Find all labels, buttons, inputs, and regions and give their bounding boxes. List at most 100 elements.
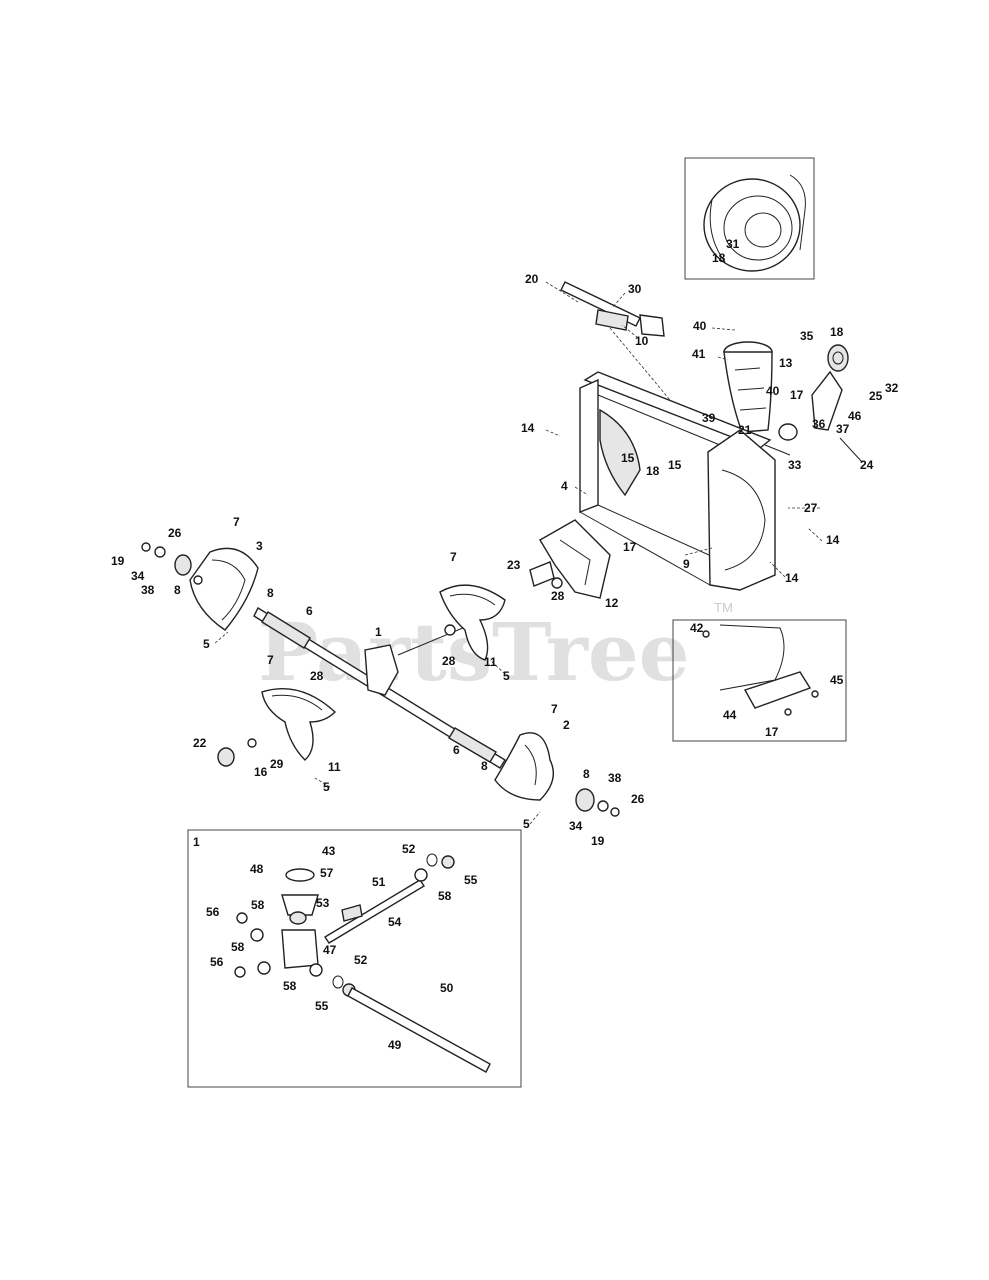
callout-13: 13 (779, 356, 793, 370)
callout-58b: 58 (251, 898, 265, 912)
right-upper-auger (439, 584, 506, 661)
drive-bracket-group (764, 344, 863, 463)
callout-54: 54 (388, 915, 402, 929)
callout-7c: 7 (267, 653, 274, 667)
callout-4: 4 (561, 479, 568, 493)
callout-18a: 18 (712, 251, 726, 265)
callout-5b: 5 (503, 669, 510, 683)
auger-shaft (253, 607, 506, 769)
callout-15b: 15 (668, 458, 682, 472)
callout-labels: 20 30 10 40 41 31 18 35 18 13 32 25 17 4… (111, 237, 899, 1052)
callout-41: 41 (692, 347, 706, 361)
callout-8b: 8 (267, 586, 274, 600)
callout-26a: 26 (168, 526, 182, 540)
leader-lines (214, 281, 823, 825)
callout-18c: 18 (646, 464, 660, 478)
callout-14b: 14 (826, 533, 840, 547)
callout-17b: 17 (623, 540, 637, 554)
callout-10: 10 (635, 334, 649, 348)
callout-3: 3 (256, 539, 263, 553)
callout-57: 57 (320, 866, 334, 880)
callout-56b: 56 (210, 955, 224, 969)
callout-15a: 15 (621, 451, 635, 465)
callout-1: 1 (375, 625, 382, 639)
callout-21: 21 (738, 423, 752, 437)
callout-39: 39 (702, 411, 716, 425)
callout-7d: 7 (551, 702, 558, 716)
callout-17c: 17 (765, 725, 779, 739)
callout-51: 51 (372, 875, 386, 889)
callout-28b: 28 (442, 654, 456, 668)
callout-14a: 14 (521, 421, 535, 435)
callout-37: 37 (836, 422, 850, 436)
callout-29: 29 (270, 757, 284, 771)
gearbox-inset (187, 829, 522, 1088)
callout-8a: 8 (174, 583, 181, 597)
callout-36: 36 (812, 417, 826, 431)
callout-48: 48 (250, 862, 264, 876)
callout-14c: 14 (785, 571, 799, 585)
callout-7b: 7 (450, 550, 457, 564)
callout-24: 24 (860, 458, 874, 472)
shaft-assembly-top (560, 281, 671, 401)
callout-52b: 52 (354, 953, 368, 967)
callout-7a: 7 (233, 515, 240, 529)
callout-23: 23 (507, 558, 521, 572)
callout-25: 25 (869, 389, 883, 403)
callout-2: 2 (563, 718, 570, 732)
callout-38a: 38 (141, 583, 155, 597)
callout-45: 45 (830, 673, 844, 687)
callout-40b: 40 (766, 384, 780, 398)
callout-26b: 26 (631, 792, 645, 806)
callout-43: 43 (322, 844, 336, 858)
discharge-chute (723, 341, 773, 433)
callout-50: 50 (440, 981, 454, 995)
callout-47: 47 (323, 943, 337, 957)
callout-5c: 5 (323, 780, 330, 794)
callout-34b: 34 (569, 819, 583, 833)
callout-40: 40 (693, 319, 707, 333)
callout-55a: 55 (464, 873, 478, 887)
callout-28a: 28 (551, 589, 565, 603)
callout-53: 53 (316, 896, 330, 910)
auger-housing (579, 371, 776, 591)
chute-detail-inset (684, 157, 815, 280)
callout-55b: 55 (315, 999, 329, 1013)
callout-58d: 58 (283, 979, 297, 993)
right-outer-auger (494, 732, 620, 817)
callout-11b: 11 (328, 760, 341, 774)
callout-19b: 19 (591, 834, 605, 848)
callout-6a: 6 (306, 604, 313, 618)
callout-38b: 38 (608, 771, 622, 785)
callout-52a: 52 (402, 842, 416, 856)
callout-28c: 28 (310, 669, 324, 683)
callout-44: 44 (723, 708, 737, 722)
callout-33: 33 (788, 458, 802, 472)
callout-35: 35 (800, 329, 814, 343)
left-outer-auger (141, 542, 259, 631)
callout-31: 31 (726, 237, 740, 251)
callout-8d: 8 (583, 767, 590, 781)
callout-9: 9 (683, 557, 690, 571)
callout-5d: 5 (523, 817, 530, 831)
callout-17a: 17 (790, 388, 804, 402)
callout-56a: 56 (206, 905, 220, 919)
callout-18b: 18 (830, 325, 844, 339)
callout-58a: 58 (438, 889, 452, 903)
callout-11a: 11 (484, 655, 497, 669)
callout-12: 12 (605, 596, 619, 610)
callout-32: 32 (885, 381, 899, 395)
callout-58c: 58 (231, 940, 245, 954)
callout-49: 49 (388, 1038, 402, 1052)
callout-16: 16 (254, 765, 268, 779)
callout-inset-1: 1 (193, 835, 200, 849)
callout-5a: 5 (203, 637, 210, 651)
shave-plate-inset (672, 619, 847, 742)
callout-46: 46 (848, 409, 862, 423)
left-lower-auger (217, 688, 337, 767)
callout-42: 42 (690, 621, 704, 635)
callout-22: 22 (193, 736, 207, 750)
callout-8c: 8 (481, 759, 488, 773)
callout-34a: 34 (131, 569, 145, 583)
